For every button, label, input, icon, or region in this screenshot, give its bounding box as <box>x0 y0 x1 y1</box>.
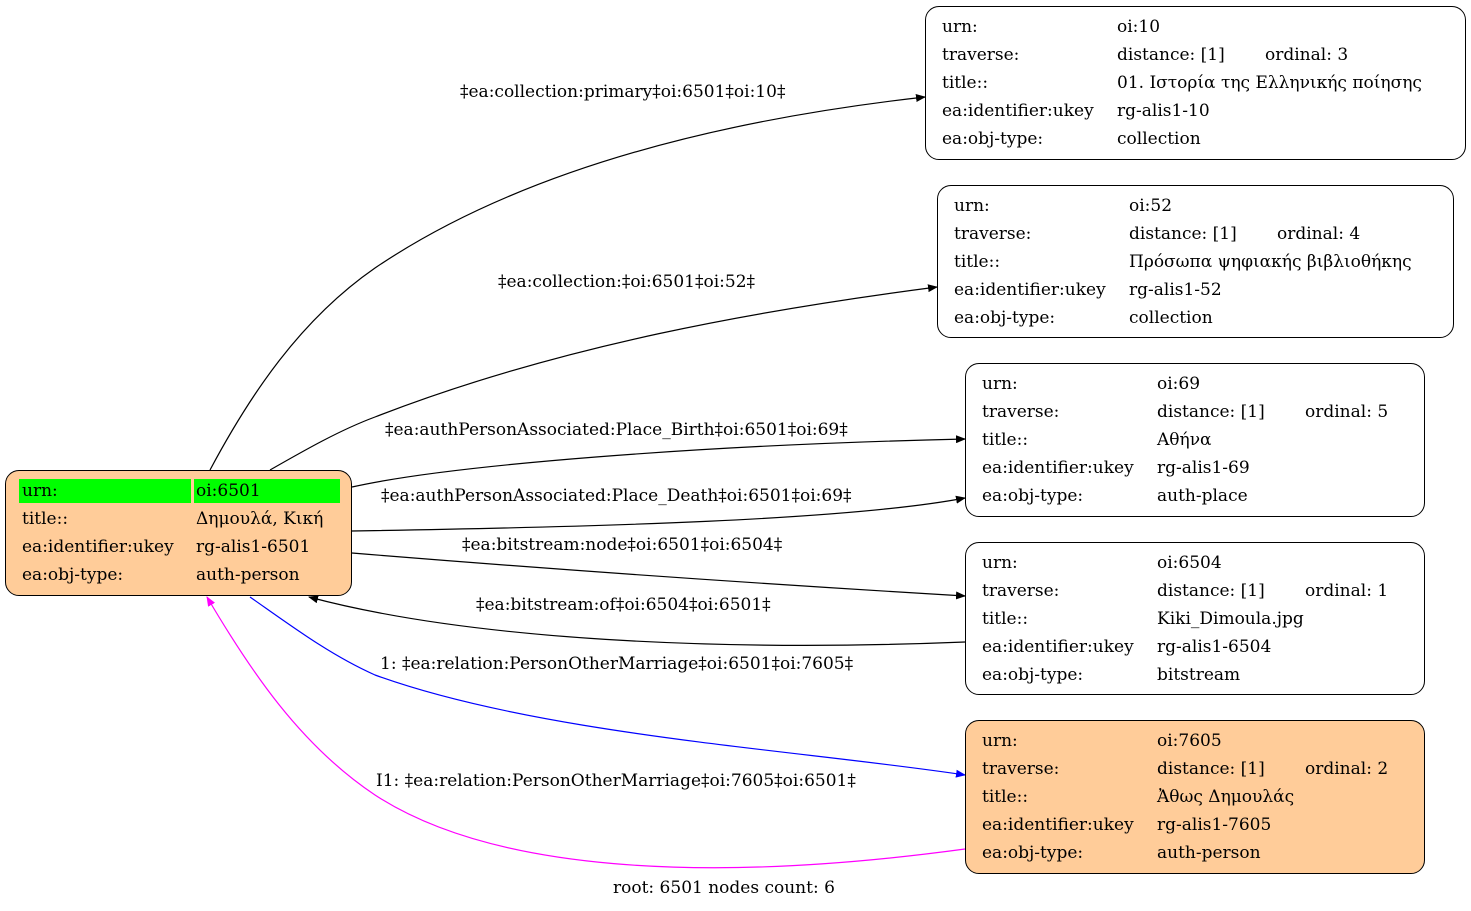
node-oi-6504[interactable]: urn: oi:6504 traverse: distance: [1] ordina… <box>965 542 1425 695</box>
field-label-urn: urn: <box>982 374 1018 394</box>
field-value-ukey: rg-alis1-6501 <box>196 537 311 557</box>
field-value-urn: oi:7605 <box>1157 731 1222 751</box>
field-label-objtype: ea:obj-type: <box>954 308 1056 328</box>
field-label-urn: urn: <box>22 481 58 501</box>
field-value-urn: oi:6504 <box>1157 553 1222 573</box>
field-label-objtype: ea:obj-type: <box>942 129 1044 149</box>
field-value-title: Αθήνα <box>1157 430 1212 450</box>
field-value-objtype: auth-person <box>1157 843 1261 863</box>
field-label-title: title:: <box>954 252 1001 272</box>
field-label-urn: urn: <box>954 196 990 216</box>
field-value-title: Kiki_Dimoula.jpg <box>1157 609 1304 629</box>
node-oi-7605[interactable]: urn: oi:7605 traverse: distance: [1] ordina… <box>965 720 1425 874</box>
edge-place-death <box>351 495 966 532</box>
edge-label-marriage: 1: ‡ea:relation:PersonOtherMarriage‡oi:6… <box>380 654 854 674</box>
field-label-traverse: traverse: <box>982 759 1060 779</box>
field-value-objtype: collection <box>1129 308 1213 328</box>
field-value-ordinal: ordinal: 3 <box>1265 45 1349 65</box>
edge-marriage-inverse <box>206 596 966 869</box>
field-label-title: title:: <box>22 509 69 529</box>
urn-highlight-value <box>194 479 340 503</box>
graph-footer: root: 6501 nodes count: 6 <box>613 878 835 898</box>
field-label-title: title:: <box>942 73 989 93</box>
field-value-ordinal: ordinal: 1 <box>1305 581 1389 601</box>
edge-bitstream-node <box>351 552 966 600</box>
field-label-ukey: ea:identifier:ukey <box>954 280 1106 300</box>
field-label-ukey: ea:identifier:ukey <box>22 537 174 557</box>
edge-label-bitstream-of: ‡ea:bitstream:of‡oi:6504‡oi:6501‡ <box>476 595 771 615</box>
field-value-ukey: rg-alis1-69 <box>1157 458 1250 478</box>
field-label-title: title:: <box>982 787 1029 807</box>
urn-highlight-key <box>19 479 191 503</box>
field-value-ordinal: ordinal: 5 <box>1305 402 1389 422</box>
field-value-urn: oi:6501 <box>196 481 261 501</box>
field-label-urn: urn: <box>982 731 1018 751</box>
field-value-objtype: auth-person <box>196 565 300 585</box>
edge-label-collection: ‡ea:collection:‡oi:6501‡oi:52‡ <box>498 272 756 292</box>
edge-label-marriage-inverse: I1: ‡ea:relation:PersonOtherMarriage‡oi:… <box>376 771 856 791</box>
field-label-traverse: traverse: <box>982 581 1060 601</box>
edge-bitstream-of <box>308 595 966 646</box>
field-value-ordinal: ordinal: 4 <box>1277 224 1361 244</box>
field-value-objtype: bitstream <box>1157 665 1241 685</box>
field-label-ukey: ea:identifier:ukey <box>942 101 1094 121</box>
field-value-title: 01. Ιστορία της Ελληνικής ποίησης <box>1117 73 1422 93</box>
edge-label-bitstream-node: ‡ea:bitstream:node‡oi:6501‡oi:6504‡ <box>462 535 783 555</box>
field-value-ukey: rg-alis1-6504 <box>1157 637 1272 657</box>
field-label-objtype: ea:obj-type: <box>982 665 1084 685</box>
edge-label-place-birth: ‡ea:authPersonAssociated:Place_Birth‡oi:… <box>385 420 848 440</box>
edge-place-birth <box>351 435 966 488</box>
field-value-title: Δημουλά, Κική <box>196 509 324 529</box>
edge-label-collection-primary: ‡ea:collection:primary‡oi:6501‡oi:10‡ <box>460 82 786 102</box>
field-label-urn: urn: <box>982 553 1018 573</box>
root-node[interactable]: urn: oi:6501 title::Δημουλά, Κική ea:iden… <box>5 470 352 596</box>
field-value-urn: oi:10 <box>1117 17 1161 37</box>
field-value-distance: distance: [1] <box>1157 581 1265 601</box>
field-value-objtype: auth-place <box>1157 486 1248 506</box>
node-oi-52[interactable]: urn: oi:52 traverse: distance: [1] ordinal:… <box>937 185 1454 338</box>
field-value-title: Ἀθως Δημουλάς <box>1157 787 1295 807</box>
field-label-ukey: ea:identifier:ukey <box>982 458 1134 478</box>
field-value-urn: oi:69 <box>1157 374 1201 394</box>
field-label-urn: urn: <box>942 17 978 37</box>
field-value-title: Πρόσωπα ψηφιακής βιβλιοθήκης <box>1129 252 1412 272</box>
field-value-distance: distance: [1] <box>1117 45 1225 65</box>
node-oi-10[interactable]: urn: oi:10 traverse: distance: [1] ordinal:… <box>925 6 1466 160</box>
field-label-objtype: ea:obj-type: <box>22 565 124 585</box>
node-oi-69[interactable]: urn: oi:69 traverse: distance: [1] ordinal:… <box>965 363 1425 517</box>
field-value-ukey: rg-alis1-10 <box>1117 101 1210 121</box>
field-label-title: title:: <box>982 609 1029 629</box>
field-value-distance: distance: [1] <box>1157 402 1265 422</box>
edge-marriage <box>249 596 966 778</box>
field-label-traverse: traverse: <box>942 45 1020 65</box>
field-label-ukey: ea:identifier:ukey <box>982 637 1134 657</box>
field-label-traverse: traverse: <box>982 402 1060 422</box>
field-label-ukey: ea:identifier:ukey <box>982 815 1134 835</box>
edge-label-place-death: ‡ea:authPersonAssociated:Place_Death‡oi:… <box>381 486 852 506</box>
field-label-objtype: ea:obj-type: <box>982 843 1084 863</box>
edge-collection-primary <box>209 94 926 471</box>
field-value-ordinal: ordinal: 2 <box>1305 759 1389 779</box>
field-label-objtype: ea:obj-type: <box>982 486 1084 506</box>
field-value-distance: distance: [1] <box>1129 224 1237 244</box>
field-label-traverse: traverse: <box>954 224 1032 244</box>
edge-collection <box>269 284 938 471</box>
field-value-ukey: rg-alis1-52 <box>1129 280 1222 300</box>
field-value-distance: distance: [1] <box>1157 759 1265 779</box>
field-value-objtype: collection <box>1117 129 1201 149</box>
field-value-ukey: rg-alis1-7605 <box>1157 815 1272 835</box>
field-value-urn: oi:52 <box>1129 196 1173 216</box>
field-label-title: title:: <box>982 430 1029 450</box>
